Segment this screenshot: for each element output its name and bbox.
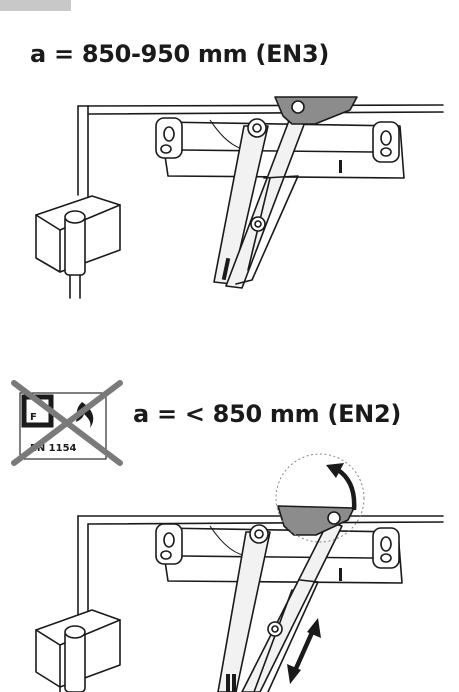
closer-body-en2 (155, 523, 403, 584)
closer-arm-en3 (213, 117, 306, 289)
door-frame-top-inner (87, 521, 444, 525)
hinge-en3 (35, 195, 121, 299)
rotation-guide-circle (275, 453, 365, 543)
door-closer-diagram-en2 (35, 453, 444, 692)
door-frame-top (77, 104, 444, 107)
door-frame-top-inner (87, 111, 444, 115)
no-fire-door-logo: F EN 1154 (11, 380, 123, 466)
adjust-double-arrow-icon (287, 618, 321, 684)
heading-en2: a = < 850 mm (EN2) (133, 400, 402, 428)
svg-text:F: F (30, 412, 37, 423)
top-tab (0, 0, 71, 11)
cross-line-2 (11, 380, 123, 466)
hinge-en2 (35, 609, 121, 692)
door-closer-diagram-en3 (35, 96, 444, 299)
bracket-en2 (277, 505, 355, 536)
closer-arm-en2 (217, 521, 343, 692)
bracket-en3 (274, 96, 358, 125)
heading-en3: a = 850-950 mm (EN3) (30, 40, 330, 68)
rotate-arrow-icon (326, 463, 357, 511)
logo-en-code: EN 1154 (30, 443, 77, 454)
